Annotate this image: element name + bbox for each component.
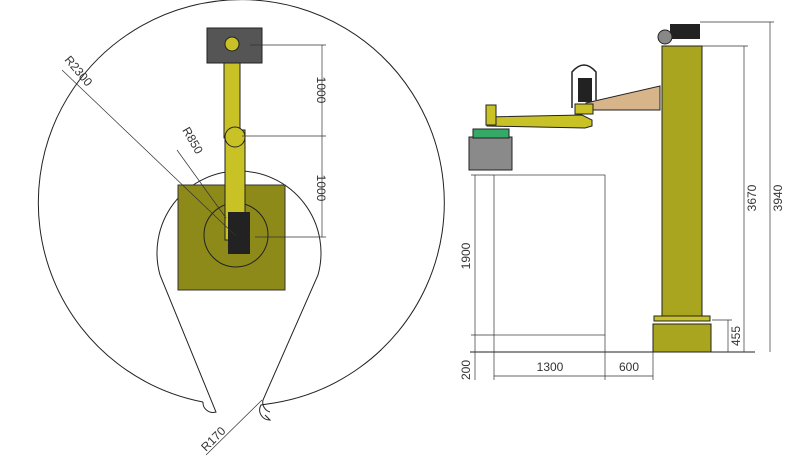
arm-link: [486, 114, 593, 129]
side-view: 1900 200 1300 600 455 3670 3940: [459, 21, 785, 380]
dim-total-height: 3940: [771, 184, 785, 211]
arm-motor: [578, 78, 592, 102]
dim-lobe-radius: R170: [198, 424, 228, 454]
column-flange: [653, 315, 711, 322]
dim-base-offset: 200: [459, 360, 473, 380]
dim-work-width: 1300: [537, 360, 564, 374]
dim-link2: 1000: [314, 77, 328, 104]
arm-joint: [574, 103, 594, 115]
dim-inner-radius: R850: [179, 125, 206, 157]
arm-bracket: [585, 85, 661, 111]
elbow-joint: [224, 126, 246, 148]
top-view: 1000 1000 R2300 R850 R170: [37, 0, 445, 456]
wrist-motor: [228, 212, 250, 254]
top-pulley: [657, 29, 673, 45]
dim-column-height: 3670: [745, 184, 759, 211]
gripper: [468, 136, 513, 171]
cable-loop: [571, 64, 597, 108]
gripper-top-plate: [472, 128, 510, 139]
dim-base-height: 455: [729, 326, 743, 346]
head-joint: [224, 36, 240, 52]
head-post: [485, 104, 497, 126]
dim-gap: 600: [619, 360, 639, 374]
top-motor: [670, 24, 700, 39]
column-base: [652, 323, 712, 353]
dim-work-height: 1900: [459, 242, 473, 269]
dim-reach-radius: R2300: [62, 53, 96, 89]
column: [661, 45, 703, 322]
dim-link1: 1000: [314, 175, 328, 202]
